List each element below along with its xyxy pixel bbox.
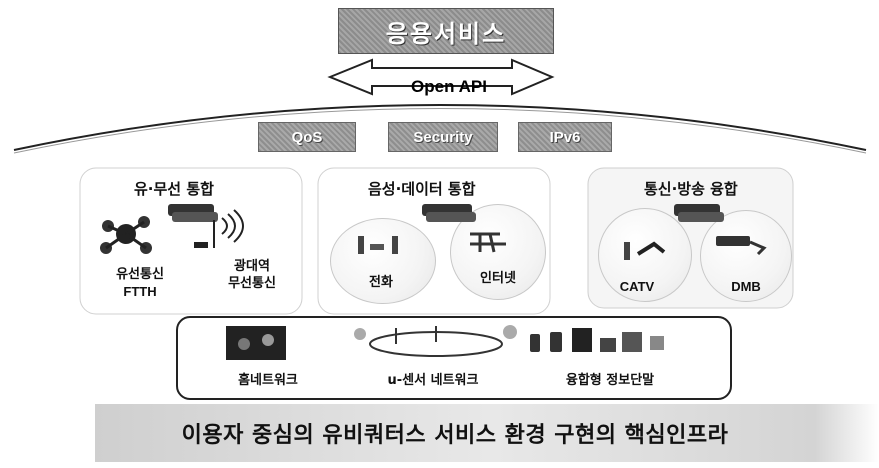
wired-wireless-icons <box>100 204 244 254</box>
home-network-label: 홈네트워크 <box>238 373 298 388</box>
ipv6-label: IPv6 <box>549 128 581 146</box>
broadband-wireless-label: 광대역 무선통신 <box>212 258 292 292</box>
bottom-icons <box>226 325 664 360</box>
voice-data-title: 음성·데이터 통합 <box>368 180 476 198</box>
voice-data-panel <box>317 167 551 315</box>
sensor-network-icon <box>354 325 517 357</box>
footer-fade <box>815 404 879 462</box>
fiber-network-icon <box>100 216 152 254</box>
ipv6-chip: IPv6 <box>518 122 612 152</box>
security-chip: Security <box>388 122 498 152</box>
qos-label: QoS <box>291 128 323 146</box>
sensor-network-label: u-센서 네트워크 <box>387 373 479 388</box>
internet-label: 인터넷 <box>480 271 516 286</box>
terminal-label: 융합형 정보단말 <box>565 373 655 388</box>
catv-circle <box>598 208 692 302</box>
dome-arc-shadow <box>13 108 867 154</box>
computer-icon <box>470 232 506 253</box>
wired-wireless-title: 유·무선 통합 <box>134 180 214 198</box>
wireless-antenna-icon <box>194 209 244 248</box>
convergence-terminal-icon <box>530 328 664 352</box>
home-network-icon <box>226 326 286 360</box>
dmb-device-icon <box>716 236 767 256</box>
footer-text: 이용자 중심의 유비쿼터스 서비스 환경 구현의 핵심인프라 <box>181 423 729 448</box>
phone-circle <box>330 218 436 304</box>
broadband-wireless-label-line2: 무선통신 <box>228 276 276 291</box>
open-api-label: Open API <box>411 77 487 96</box>
open-api-arrow <box>327 58 555 96</box>
catv-tower-icon <box>624 241 666 260</box>
dome-arc <box>13 104 867 151</box>
wired-ftth-label: 유선통신 FTTH <box>100 266 180 300</box>
phone-icon <box>358 236 398 254</box>
broadcast-icons <box>624 204 767 260</box>
application-services-label: 응용서비스 <box>385 19 507 48</box>
router-icon <box>168 204 218 222</box>
dmb-label: DMB <box>731 279 761 294</box>
dmb-circle <box>700 210 792 302</box>
security-label: Security <box>413 128 473 146</box>
broadband-wireless-label-line1: 광대역 <box>234 259 270 274</box>
qos-chip: QoS <box>258 122 356 152</box>
wired-ftth-label-line1: 유선통신 <box>116 267 164 282</box>
broadcast-switch-icon <box>674 204 724 222</box>
switch-icon <box>422 204 476 222</box>
catv-label: CATV <box>619 279 655 294</box>
wired-ftth-label-line2: FTTH <box>123 284 157 299</box>
application-services-banner: 응용서비스 <box>338 8 554 54</box>
broadcast-title: 통신·방송 융합 <box>644 180 738 198</box>
phone-label: 전화 <box>369 275 393 290</box>
voice-data-icons <box>358 204 506 254</box>
wired-wireless-panel <box>79 167 303 315</box>
footer-banner: 이용자 중심의 유비쿼터스 서비스 환경 구현의 핵심인프라 <box>95 404 815 462</box>
